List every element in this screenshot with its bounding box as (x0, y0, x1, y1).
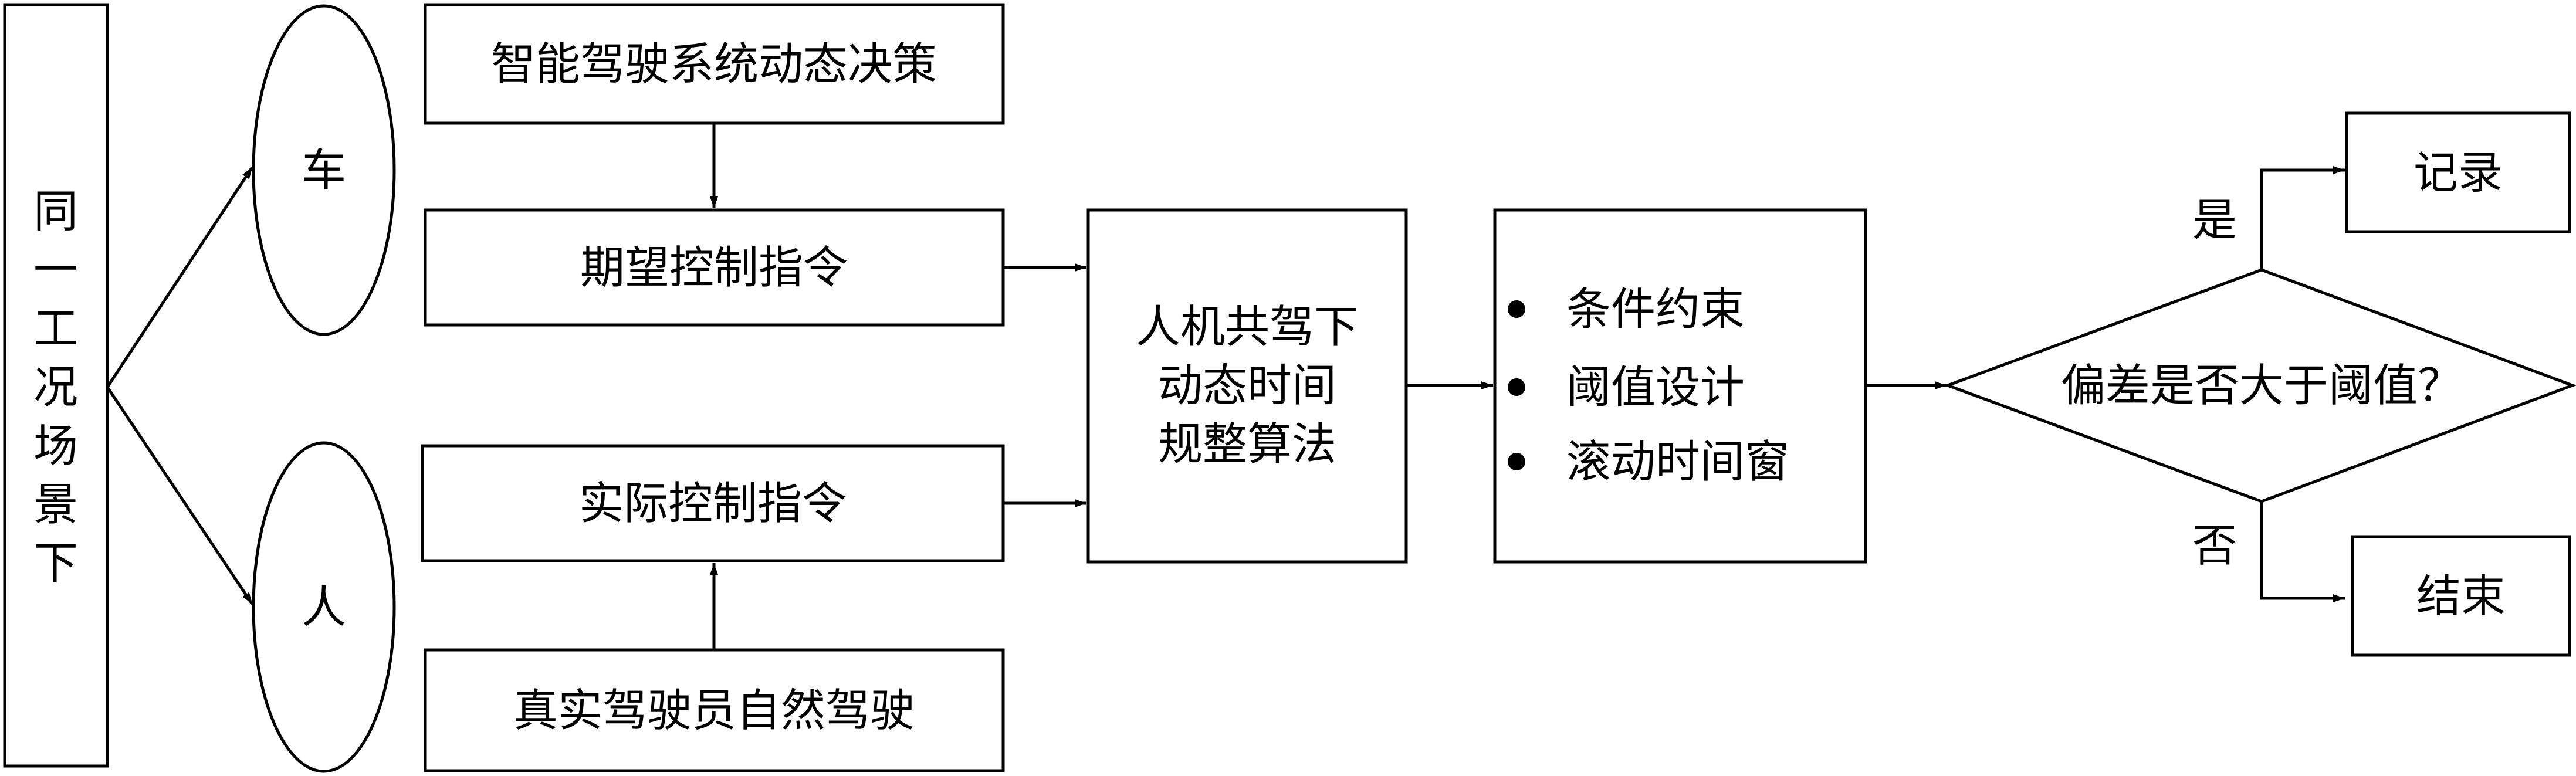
arrow-scene-to-human (106, 386, 254, 605)
actual-command-label: 实际控制指令 (579, 477, 847, 530)
yes-label: 是 (2192, 194, 2237, 246)
arrow-scene-to-vehicle (106, 166, 254, 388)
scene-char-6: 下 (33, 537, 78, 589)
natural-driving-box (424, 648, 1005, 772)
constraint-item-3: 滚动时间窗 (1566, 436, 1789, 488)
scene-box (3, 3, 109, 768)
vehicle-label: 车 (302, 144, 346, 196)
scene-label: 同 一 工 况 场 景 下 (33, 185, 78, 589)
arrow-yes-to-record (2260, 166, 2345, 270)
scene-char-5: 景 (33, 479, 78, 531)
bullet-icon (1508, 300, 1525, 318)
decision-label: 智能驾驶系统动态决策 (491, 38, 937, 90)
expected-command-label: 期望控制指令 (580, 242, 848, 294)
natural-driving-label: 真实驾驶员自然驾驶 (513, 684, 915, 737)
constraint-item-2: 阈值设计 (1566, 361, 1745, 414)
no-label: 否 (2192, 520, 2237, 572)
record-box (2345, 111, 2571, 233)
scene-char-0: 同 (33, 185, 78, 238)
algorithm-box (1086, 208, 1408, 564)
constraint-item-1: 条件约束 (1566, 283, 1745, 336)
vehicle-ellipse (252, 4, 396, 336)
algorithm-line-3: 规整算法 (1158, 418, 1336, 470)
constraints-box (1493, 208, 1867, 564)
question-diamond (1943, 268, 2576, 503)
scene-char-4: 场 (33, 420, 78, 472)
end-box (2351, 535, 2571, 657)
arrow-no-to-end (2260, 501, 2345, 602)
actual-command-box (421, 444, 1005, 562)
scene-char-1: 一 (33, 244, 78, 296)
end-label: 结束 (2416, 570, 2506, 622)
bullet-icon (1508, 378, 1525, 396)
scene-char-2: 工 (33, 303, 78, 355)
question-label: 偏差是否大于阈值？ (2061, 360, 2462, 412)
expected-command-box (424, 208, 1005, 327)
human-label: 人 (302, 581, 346, 633)
scene-char-3: 况 (33, 361, 78, 414)
decision-box (424, 3, 1005, 125)
human-ellipse (252, 441, 396, 773)
algorithm-line-1: 人机共驾下 (1136, 301, 1359, 353)
bullet-icon (1508, 453, 1525, 470)
record-label: 记录 (2413, 147, 2503, 199)
algorithm-line-2: 动态时间 (1158, 360, 1336, 412)
